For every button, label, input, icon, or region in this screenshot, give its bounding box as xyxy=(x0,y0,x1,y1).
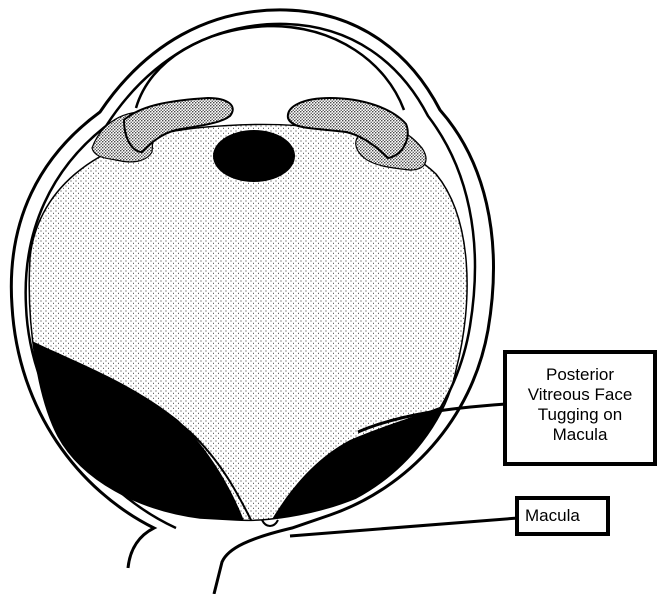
leader-line-macula xyxy=(290,518,518,536)
macula-label: Macula xyxy=(515,496,610,536)
macula-dip xyxy=(262,520,278,526)
macula-label-text: Macula xyxy=(525,506,580,525)
pvf-label-line-3: Tugging on xyxy=(511,405,649,425)
pupil xyxy=(213,130,295,182)
pvf-label-line-4: Macula xyxy=(511,425,649,445)
pvf-label-line-1: Posterior xyxy=(511,365,649,385)
posterior-vitreous-face-label: Posterior Vitreous Face Tugging on Macul… xyxy=(503,350,657,466)
pvf-label-line-2: Vitreous Face xyxy=(511,385,649,405)
